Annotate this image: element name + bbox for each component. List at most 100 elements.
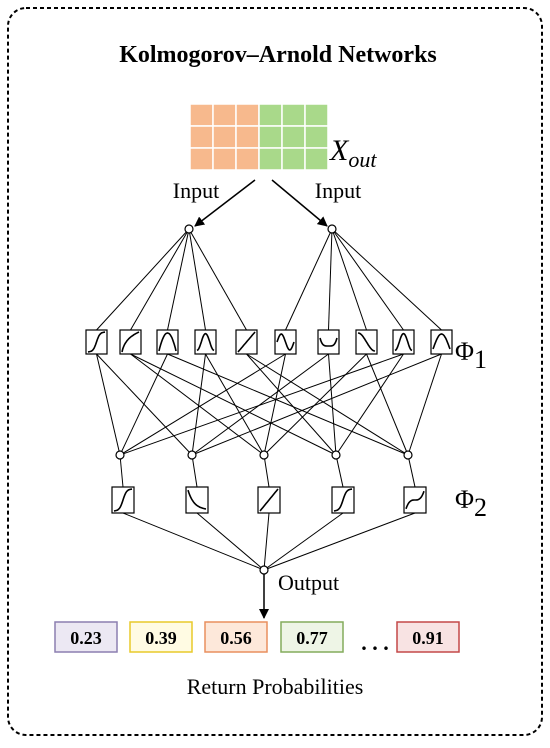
activation-curve <box>259 488 279 512</box>
activation-curve <box>432 333 451 350</box>
network-edges <box>96 179 442 619</box>
matrix-cell <box>304 147 329 171</box>
hidden-edge <box>167 353 409 456</box>
layer2-activations <box>111 486 427 514</box>
diagram-title: Kolmogorov–Arnold Networks <box>119 42 437 68</box>
phi2-activation <box>257 486 281 514</box>
hidden-edge <box>191 353 206 456</box>
input-edge <box>130 228 190 331</box>
hidden-edge <box>246 353 409 456</box>
hidden-edge <box>130 353 337 456</box>
layer2-in-edge <box>335 454 344 488</box>
phi1-activation <box>194 329 217 355</box>
activation-curve <box>357 332 376 352</box>
activation-curve <box>196 332 215 352</box>
layer2-out-edge <box>122 512 265 571</box>
phi1-activation <box>430 329 453 355</box>
layer2-out-edge <box>263 512 270 571</box>
input-arrow-left <box>194 179 256 227</box>
layer1-activations <box>85 329 453 355</box>
hidden-edge <box>119 353 404 456</box>
phi1-activation <box>156 329 179 355</box>
matrix-cell <box>212 103 237 127</box>
probability-value: 0.23 <box>70 628 102 648</box>
probability-box-bg <box>280 621 344 653</box>
probability-box-bg <box>204 621 268 653</box>
phi1-activation <box>119 329 142 355</box>
activation-curve <box>187 489 207 510</box>
input-label-right: Input <box>315 178 361 203</box>
activation-curve <box>276 333 295 351</box>
input-label-left: Input <box>173 178 219 203</box>
matrix-cell <box>235 147 260 171</box>
activation-box <box>156 329 179 355</box>
hidden-node <box>187 450 197 460</box>
phi2-subscript: 2 <box>474 493 487 522</box>
ellipsis: . . . <box>361 630 389 655</box>
matrix-cell <box>258 103 283 127</box>
phi1-activation <box>85 329 108 355</box>
probability-value: 0.39 <box>145 628 177 648</box>
layer2-in-edge <box>407 454 416 488</box>
input-edge <box>331 228 404 331</box>
probability-value: 0.56 <box>220 628 252 648</box>
activation-curve <box>113 488 133 512</box>
footer-label: Return Probabilities <box>187 674 364 699</box>
input-matrix <box>189 103 329 171</box>
phi2-activation <box>111 486 135 514</box>
activation-box <box>392 329 415 355</box>
hidden-edge <box>96 353 121 456</box>
hidden-edge <box>263 353 286 456</box>
probability-box: 0.56 <box>204 621 268 653</box>
matrix-cell <box>281 147 306 171</box>
probability-value: 0.77 <box>296 628 328 648</box>
matrix-cell <box>281 125 306 149</box>
probability-box: 0.39 <box>129 621 193 653</box>
activation-box <box>119 329 142 355</box>
hidden-edge <box>191 353 329 456</box>
matrix-cell <box>258 147 283 171</box>
matrix-cell <box>258 125 283 149</box>
phi1-symbol: Φ <box>455 337 474 366</box>
probability-box: 0.91 <box>396 621 460 653</box>
input-edge <box>328 228 333 331</box>
layer2-in-edge <box>119 454 124 488</box>
probability-box-bg <box>396 621 460 653</box>
hidden-edge <box>328 353 337 456</box>
hidden-edge <box>119 353 168 456</box>
layer2-in-edge <box>263 454 270 488</box>
phi1-label: Φ1 <box>455 337 487 374</box>
probability-box: 0.77 <box>280 621 344 653</box>
hidden-node <box>115 450 125 460</box>
hidden-edge <box>205 353 265 456</box>
phi1-activation <box>274 329 297 355</box>
matrix-cell <box>212 125 237 149</box>
x-symbol: X <box>329 134 350 167</box>
hidden-node <box>259 450 269 460</box>
layer2-in-edge <box>191 454 198 488</box>
input-node <box>327 224 337 234</box>
phi1-activation <box>317 329 340 355</box>
hidden-edge <box>335 353 404 456</box>
input-arrow-right <box>271 179 328 227</box>
hidden-edge <box>407 353 442 456</box>
input-edge <box>331 228 367 331</box>
probability-box-bg <box>129 621 193 653</box>
matrix-cell <box>189 125 214 149</box>
activation-curve <box>394 332 413 352</box>
outer-frame <box>7 7 543 736</box>
matrix-cell <box>189 103 214 127</box>
input-edge <box>96 228 190 331</box>
input-edge <box>188 228 206 331</box>
hidden-edge <box>130 353 265 456</box>
input-node <box>184 224 194 234</box>
activation-curve <box>87 331 106 353</box>
layer2-out-edge <box>196 512 265 571</box>
layer2-out-edge <box>263 512 344 571</box>
phi2-label: Φ2 <box>455 485 487 522</box>
matrix-cell <box>281 103 306 127</box>
activation-box <box>430 329 453 355</box>
x-subscript: out <box>348 147 377 172</box>
phi2-activation <box>185 486 209 514</box>
